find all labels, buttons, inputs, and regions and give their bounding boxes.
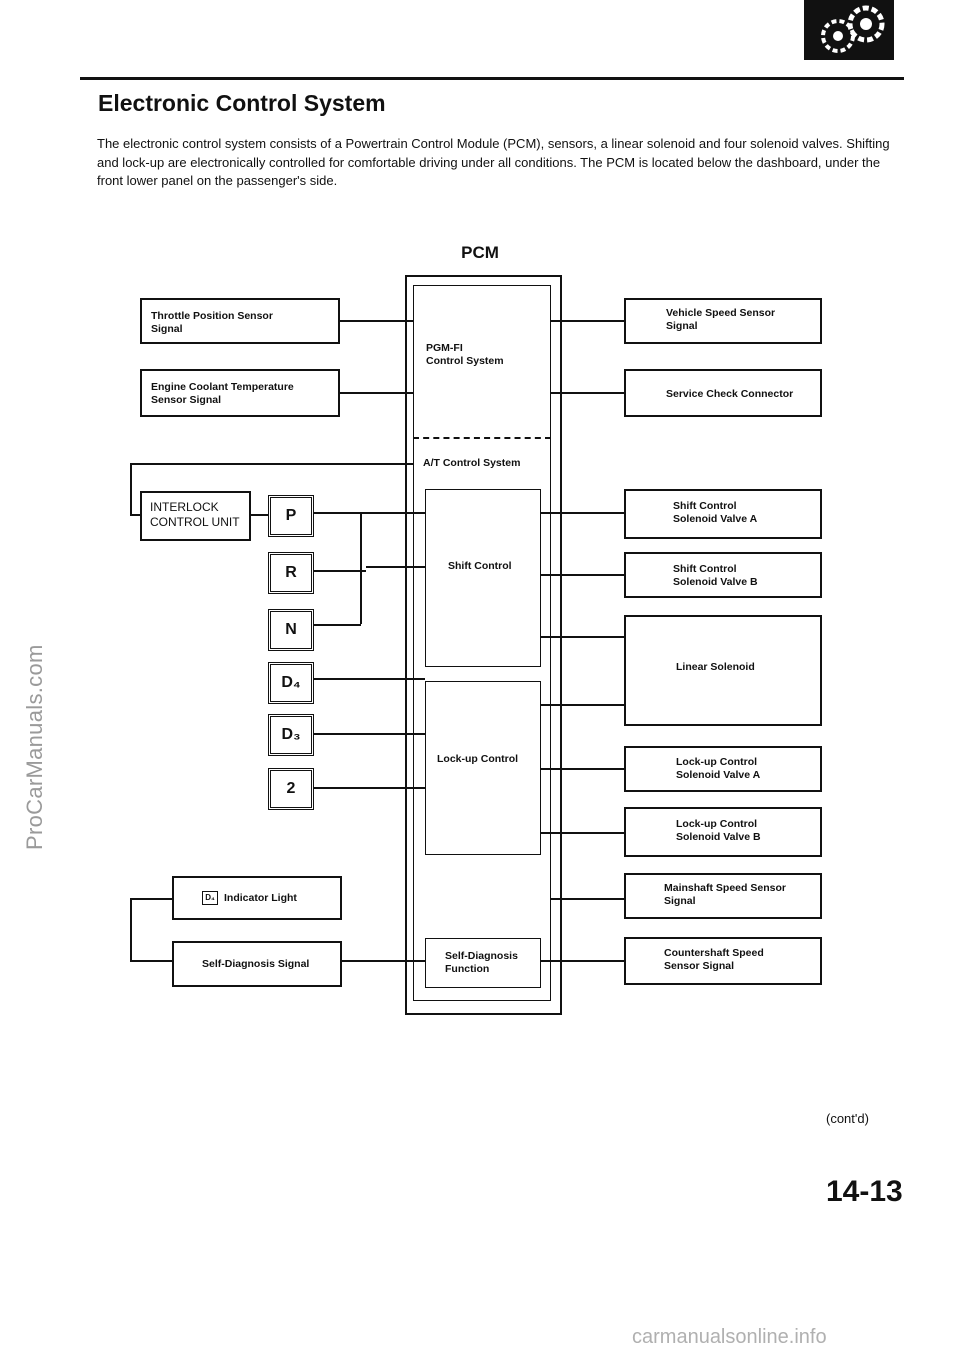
linear-connector-bottom [541, 704, 624, 706]
vehicle-speed-box [624, 298, 822, 344]
countershaft-sensor-label: Countershaft Speed Sensor Signal [664, 947, 764, 972]
gear-d3-box: D₃ [268, 714, 314, 756]
pr-n-bus [360, 512, 362, 624]
page-title: Electronic Control System [98, 90, 386, 116]
shift-a-connector [541, 512, 624, 514]
mainshaft-sensor-box [624, 873, 822, 919]
shift-control-label: Shift Control [448, 560, 512, 572]
service-check-connector-line [551, 392, 624, 394]
r-connector-a [314, 570, 366, 572]
self-diagnosis-function-box [425, 938, 541, 988]
service-check-box [624, 369, 822, 417]
mainshaft-sensor-label: Mainshaft Speed Sensor Signal [664, 882, 786, 907]
linear-solenoid-label: Linear Solenoid [676, 661, 755, 673]
p-connector [314, 512, 425, 514]
coolant-connector [340, 392, 413, 394]
lockup-solenoid-b-label: Lock-up Control Solenoid Valve B [676, 818, 761, 843]
gear-r-box: R [268, 552, 314, 594]
d3-connector [314, 733, 425, 735]
header-rule [80, 77, 904, 80]
gear-2-connector [314, 787, 425, 789]
self-diag-connector [342, 960, 425, 962]
lockup-solenoid-b-box [624, 807, 822, 857]
shift-solenoid-a-box [624, 489, 822, 539]
shift-solenoid-b-label: Shift Control Solenoid Valve B [673, 563, 758, 588]
interlock-bus-stub [130, 514, 140, 516]
mainshaft-connector [551, 898, 624, 900]
interlock-to-p [251, 514, 268, 516]
service-check-label: Service Check Connector [666, 388, 794, 400]
lockup-solenoid-a-box [624, 746, 822, 792]
r-connector-b [366, 566, 425, 568]
d4-connector [314, 678, 425, 680]
intro-paragraph: The electronic control system consists o… [97, 136, 890, 188]
coolant-sensor-box [140, 369, 340, 417]
section-gear-logo [804, 0, 894, 60]
lockup-a-connector [541, 768, 624, 770]
d4-indicator-label: Indicator Light [224, 892, 297, 904]
gears-icon [821, 5, 885, 53]
linear-solenoid-box [624, 615, 822, 726]
lockup-solenoid-a-label: Lock-up Control Solenoid Valve A [676, 756, 761, 781]
footer-watermark: carmanualsonline.info [632, 1326, 827, 1348]
self-diagnosis-signal-label: Self-Diagnosis Signal [202, 958, 310, 970]
coolant-sensor-label: Engine Coolant Temperature Sensor Signal [151, 381, 294, 406]
interlock-bus-top [130, 463, 413, 465]
gear-p-box: P [268, 495, 314, 537]
interlock-unit-label: INTERLOCK CONTROL UNIT [150, 500, 240, 529]
page-number: 14-13 [826, 1175, 903, 1208]
indicator-bus-left [130, 898, 132, 961]
lockup-control-box [425, 681, 541, 855]
vehicle-speed-label: Vehicle Speed Sensor Signal [666, 307, 776, 332]
interlock-bus-left [130, 463, 132, 515]
shift-control-box [425, 489, 541, 667]
self-diag-stub [130, 960, 172, 962]
gear-2-box: 2 [268, 768, 314, 810]
shift-solenoid-a-label: Shift Control Solenoid Valve A [673, 500, 758, 525]
gear-d4-box: D₄ [268, 662, 314, 704]
n-connector [314, 624, 361, 626]
indicator-stub [130, 898, 172, 900]
throttle-sensor-box [140, 298, 340, 344]
at-control-label: A/T Control System [423, 457, 521, 469]
gear-n-box: N [268, 609, 314, 651]
d4-indicator-icon: D₄ [202, 891, 218, 905]
d4-indicator-box [172, 876, 342, 920]
throttle-sensor-label: Throttle Position Sensor Signal [151, 310, 273, 335]
countershaft-sensor-box [624, 937, 822, 985]
lockup-b-connector [541, 832, 624, 834]
linear-connector-top [541, 636, 624, 638]
throttle-connector [340, 320, 413, 322]
continued-note: (cont'd) [826, 1111, 869, 1126]
interlock-unit-box [140, 491, 251, 541]
shift-b-connector [541, 574, 624, 576]
side-watermark: ProCarManuals.com [22, 644, 47, 850]
pcm-title: PCM [461, 243, 499, 262]
countershaft-connector [541, 960, 624, 962]
self-diagnosis-function-label: Self-Diagnosis Function [445, 950, 518, 975]
self-diagnosis-signal-box [172, 941, 342, 987]
lockup-control-label: Lock-up Control [437, 753, 519, 765]
shift-solenoid-b-box [624, 552, 822, 598]
pgm-fi-label: PGM-FI Control System [426, 342, 504, 367]
pcm-divider-dashed [413, 437, 551, 439]
vehicle-speed-connector [551, 320, 624, 322]
